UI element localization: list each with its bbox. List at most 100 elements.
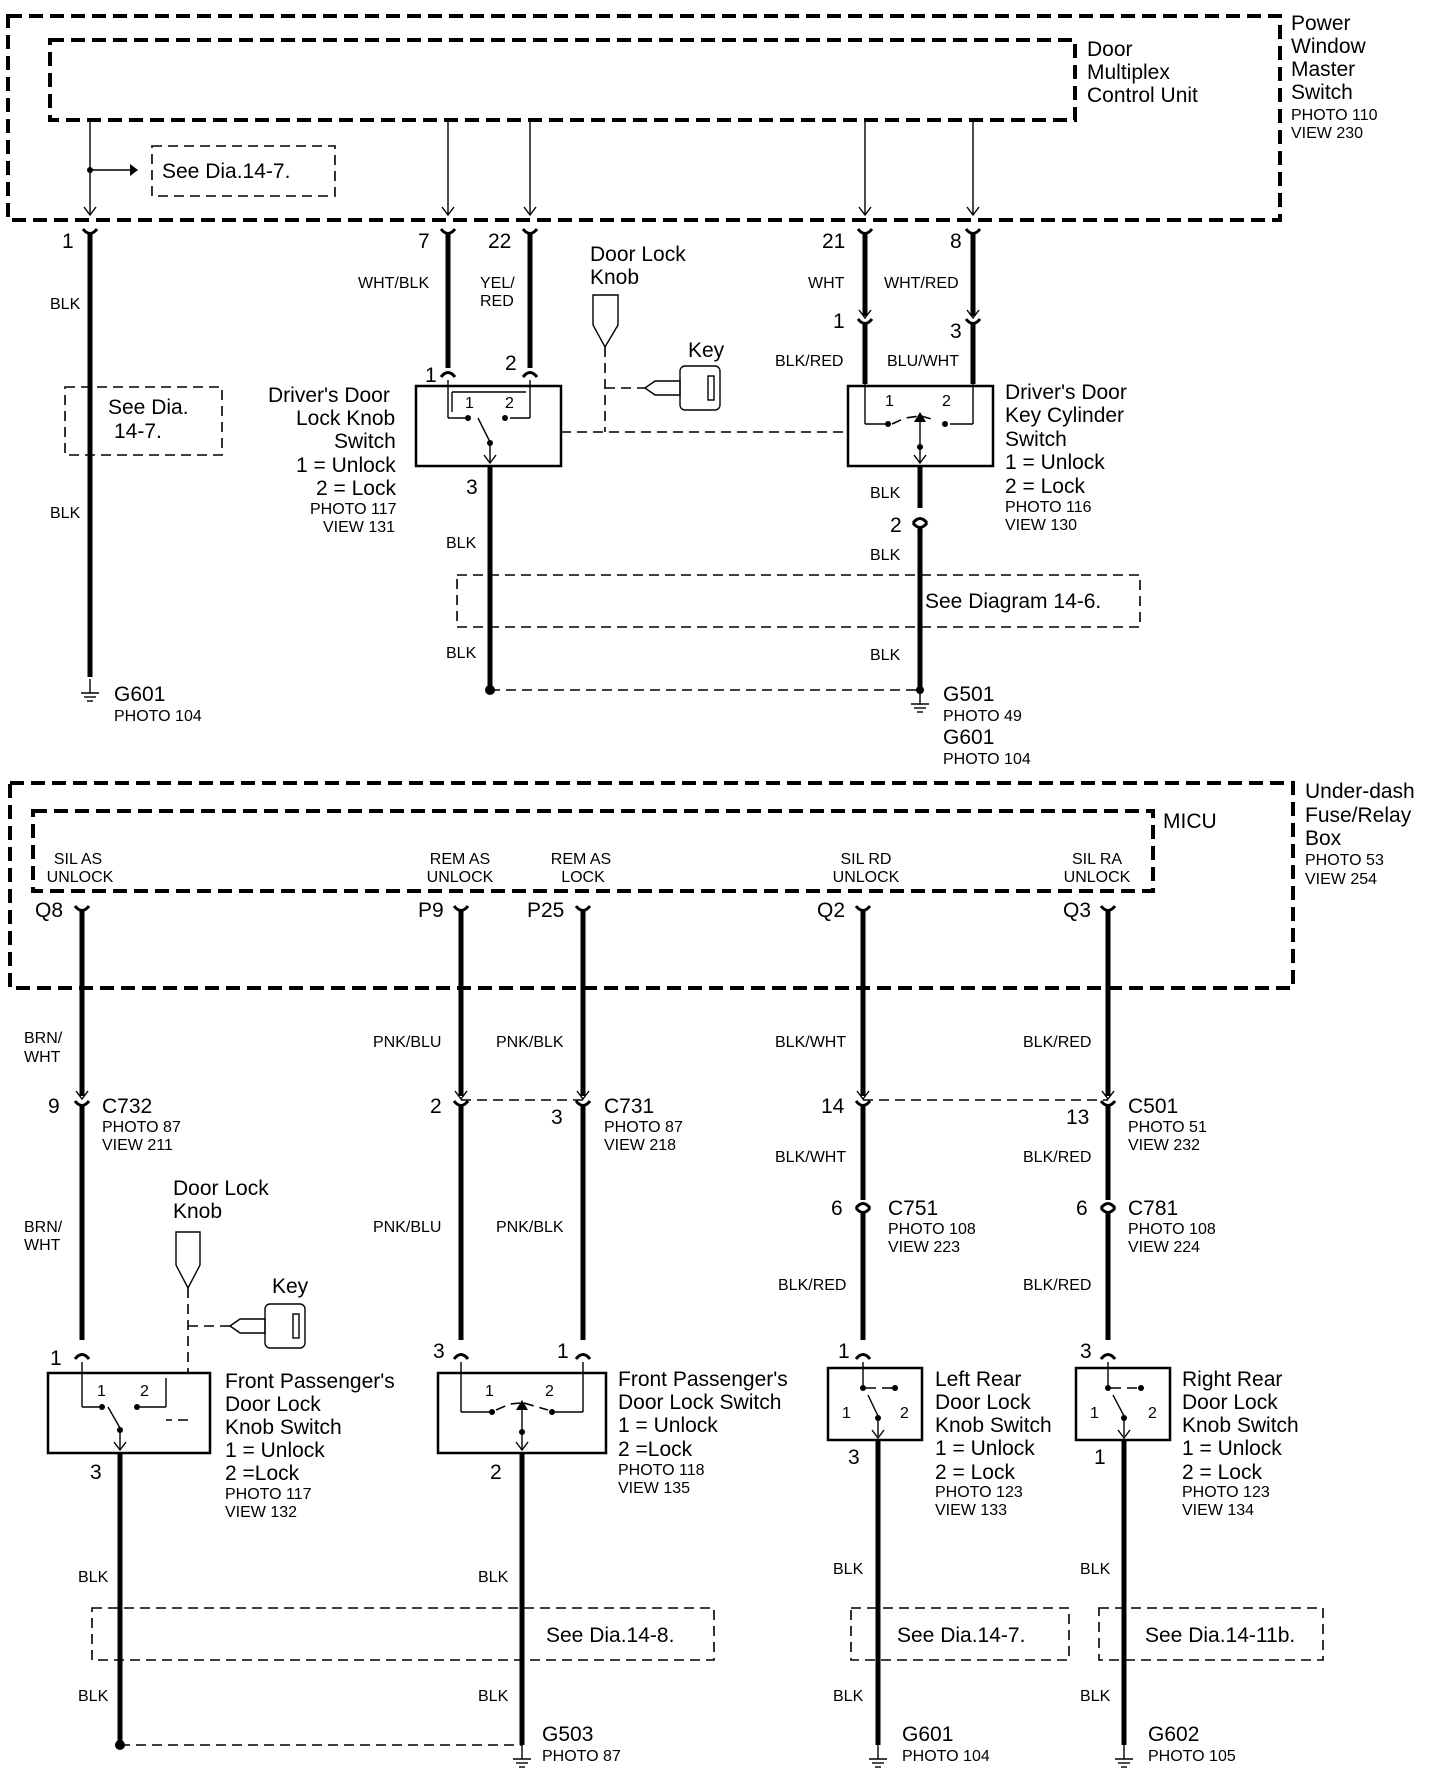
wire-blk-g601: BLK BLK See Dia. 14-7. G601 PHOTO 104	[50, 227, 223, 725]
front-passenger-door-lock-switch: 1 2 2 Front Passenger's Door Lock Switch…	[436, 1362, 788, 1745]
svg-text:BLK/RED: BLK/RED	[775, 353, 843, 370]
wire-wht-red: WHT/RED 3 BLU/WHT	[884, 227, 982, 384]
svg-text:PHOTO 117: PHOTO 117	[310, 501, 397, 518]
terminal-label: SIL AS	[54, 851, 102, 868]
svg-text:Door Lock: Door Lock	[225, 1393, 321, 1416]
svg-text:2: 2	[490, 1461, 502, 1484]
pin-label: 1	[62, 230, 74, 253]
pin-label: Q3	[1063, 899, 1091, 922]
svg-text:C751: C751	[888, 1197, 938, 1220]
svg-text:1: 1	[425, 364, 437, 387]
svg-text:RED: RED	[480, 293, 514, 310]
svg-text:Door: Door	[1087, 38, 1133, 61]
wire-blk-wht: BLK/WHT BLK/WHT BLK/RED 14 6 C751 PHOTO …	[775, 909, 976, 1363]
svg-text:3: 3	[466, 476, 478, 499]
svg-text:3: 3	[848, 1446, 860, 1469]
svg-text:1: 1	[842, 1405, 851, 1422]
svg-text:PNK/BLK: PNK/BLK	[496, 1219, 564, 1236]
svg-text:Multiplex: Multiplex	[1087, 61, 1170, 84]
svg-text:G602: G602	[1148, 1723, 1199, 1746]
svg-text:9: 9	[48, 1095, 60, 1118]
svg-text:VIEW 211: VIEW 211	[102, 1137, 173, 1154]
svg-text:G501: G501	[943, 683, 994, 706]
wire-blk-red: BLK/RED BLK/RED BLK/RED 13 C501 PHOTO 51…	[1023, 909, 1216, 1363]
svg-text:BLK: BLK	[478, 1569, 509, 1586]
svg-text:BLK: BLK	[478, 1688, 509, 1705]
terminal-label: UNLOCK	[47, 869, 114, 886]
svg-text:1: 1	[97, 1383, 106, 1400]
reference-dia-14-7-b: See Dia.14-7.	[850, 1607, 1070, 1661]
door-lock-knob-top: Door Lock Knob Key	[590, 243, 725, 432]
svg-text:VIEW 135: VIEW 135	[618, 1480, 690, 1497]
svg-text:Fuse/Relay: Fuse/Relay	[1305, 804, 1412, 827]
svg-text:2: 2	[140, 1383, 149, 1400]
svg-text:Door Lock: Door Lock	[590, 243, 686, 266]
svg-text:14: 14	[821, 1095, 845, 1118]
svg-text:VIEW 224: VIEW 224	[1128, 1239, 1200, 1256]
svg-text:Knob Switch: Knob Switch	[225, 1416, 342, 1439]
svg-text:PNK/BLU: PNK/BLU	[373, 1034, 441, 1051]
svg-text:6: 6	[1076, 1197, 1088, 1220]
terminal-label: SIL RA	[1072, 851, 1122, 868]
door-multiplex-control-unit: Door Multiplex Control Unit	[48, 38, 1198, 122]
svg-text:3: 3	[433, 1340, 445, 1363]
svg-text:See Diagram 14-6.: See Diagram 14-6.	[925, 590, 1101, 613]
svg-text:VIEW 134: VIEW 134	[1182, 1502, 1254, 1519]
svg-text:BLK: BLK	[50, 296, 81, 313]
svg-text:PHOTO 105: PHOTO 105	[1148, 1748, 1236, 1765]
svg-text:BLK: BLK	[870, 647, 901, 664]
svg-text:Door Lock: Door Lock	[935, 1391, 1031, 1414]
svg-text:BRN/: BRN/	[24, 1030, 63, 1047]
terminal-label: UNLOCK	[427, 869, 494, 886]
svg-text:Lock Knob: Lock Knob	[296, 407, 395, 430]
svg-text:BLK: BLK	[78, 1569, 109, 1586]
wire-wht-blk: WHT/BLK	[358, 227, 457, 379]
svg-text:BLK: BLK	[870, 547, 901, 564]
svg-text:Knob: Knob	[590, 266, 639, 289]
svg-text:1 = Unlock: 1 = Unlock	[1005, 451, 1105, 474]
svg-text:2: 2	[1148, 1405, 1157, 1422]
drivers-door-key-cylinder-switch: 1 2 BLK 2 BLK BLK Driver's Door Key Cyli…	[846, 381, 1127, 690]
svg-text:BLK: BLK	[1080, 1688, 1111, 1705]
door-lock-knob-bottom: Door Lock Knob Key	[173, 1177, 309, 1420]
svg-text:G503: G503	[542, 1723, 593, 1746]
svg-text:PHOTO 104: PHOTO 104	[114, 708, 202, 725]
reference-dia-14-7-a: See Dia.14-7.	[87, 145, 336, 197]
svg-text:1: 1	[833, 310, 845, 333]
reference-dia-14-11b: See Dia.14-11b.	[1098, 1607, 1324, 1661]
power-window-master-switch: Power Window Master Switch PHOTO 110 VIE…	[6, 12, 1378, 222]
svg-text:BLK/RED: BLK/RED	[1023, 1034, 1091, 1051]
svg-text:3: 3	[551, 1106, 563, 1129]
svg-text:See Dia.14-7.: See Dia.14-7.	[897, 1624, 1025, 1647]
svg-text:BLK: BLK	[833, 1688, 864, 1705]
pin-label: P9	[418, 899, 444, 922]
svg-text:Switch: Switch	[1005, 428, 1067, 451]
wire-pnk-blk: PNK/BLK PNK/BLK 3 C731 PHOTO 87 VIEW 218…	[496, 909, 683, 1363]
svg-text:Window: Window	[1291, 35, 1367, 58]
svg-text:Door Lock Switch: Door Lock Switch	[618, 1391, 781, 1414]
svg-text:Knob Switch: Knob Switch	[935, 1414, 1052, 1437]
micu: MICU	[31, 809, 1217, 893]
svg-text:See Dia.: See Dia.	[108, 396, 189, 419]
svg-text:1: 1	[557, 1340, 569, 1363]
pin-label: Q2	[817, 899, 845, 922]
terminal-label: SIL RD	[841, 851, 892, 868]
svg-text:BLK/RED: BLK/RED	[1023, 1149, 1091, 1166]
front-passenger-door-lock-knob-switch: 1 2 3 Front Passenger's Door Lock Knob S…	[46, 1362, 395, 1750]
key-icon	[643, 365, 721, 411]
svg-text:Knob Switch: Knob Switch	[1182, 1414, 1299, 1437]
svg-text:3: 3	[90, 1461, 102, 1484]
svg-text:Front Passenger's: Front Passenger's	[618, 1368, 788, 1391]
svg-text:BLK/WHT: BLK/WHT	[775, 1034, 846, 1051]
svg-text:Driver's Door: Driver's Door	[268, 384, 390, 407]
pin-label: 21	[822, 230, 845, 253]
svg-text:1: 1	[838, 1340, 850, 1363]
reference-diagram-14-6: See Diagram 14-6.	[456, 574, 1141, 628]
terminal-label: UNLOCK	[1064, 869, 1131, 886]
svg-text:VIEW 130: VIEW 130	[1005, 517, 1077, 534]
svg-text:VIEW 223: VIEW 223	[888, 1239, 960, 1256]
pin-label: 8	[950, 230, 962, 253]
pin-label: 22	[488, 230, 511, 253]
svg-text:PHOTO 110: PHOTO 110	[1291, 107, 1378, 124]
